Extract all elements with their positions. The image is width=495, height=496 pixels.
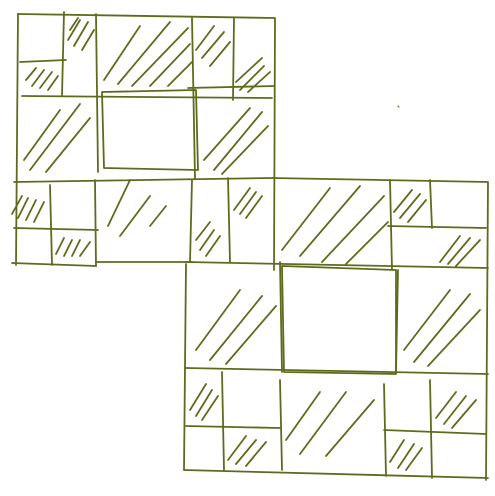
ink-specks (398, 106, 399, 107)
